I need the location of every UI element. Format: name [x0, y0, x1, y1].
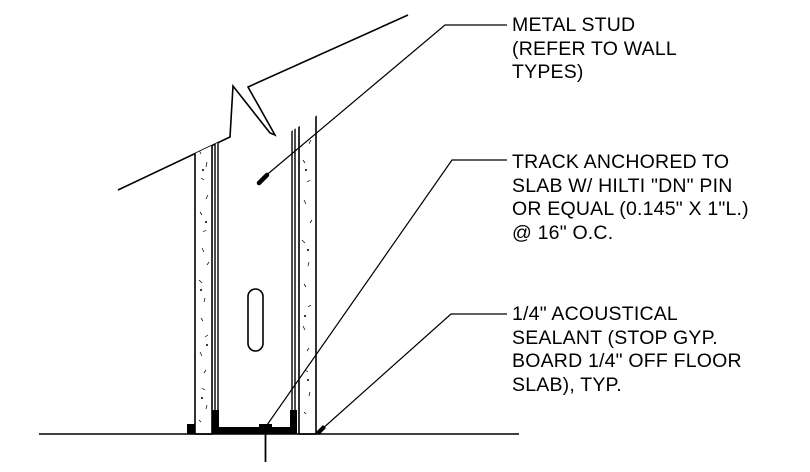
- leader-tick-metal-stud: [256, 172, 270, 186]
- stud-lip-right: [291, 79, 296, 416]
- note-metal-stud: METAL STUD (REFER TO WALL TYPES): [512, 14, 677, 83]
- sealant-bead-left: [187, 424, 195, 434]
- left-gypsum-board: [194, 99, 213, 435]
- leader-track: [266, 159, 507, 426]
- right-gypsum-board: [298, 60, 317, 435]
- break-line: [117, 14, 409, 191]
- note-acoustical-sealant: 1/4" ACOUSTICAL SEALANT (STOP GYP. BOARD…: [512, 303, 742, 396]
- note-track-anchor: TRACK ANCHORED TO SLAB W/ HILTI "DN" PIN…: [512, 151, 749, 244]
- stud-lip-left: [214, 139, 219, 416]
- leader-metal-stud: [262, 24, 507, 179]
- bottom-track: [212, 410, 297, 434]
- anchor-pin: [259, 424, 272, 462]
- leader-sealant: [320, 313, 507, 431]
- stud-web-slot: [247, 288, 264, 352]
